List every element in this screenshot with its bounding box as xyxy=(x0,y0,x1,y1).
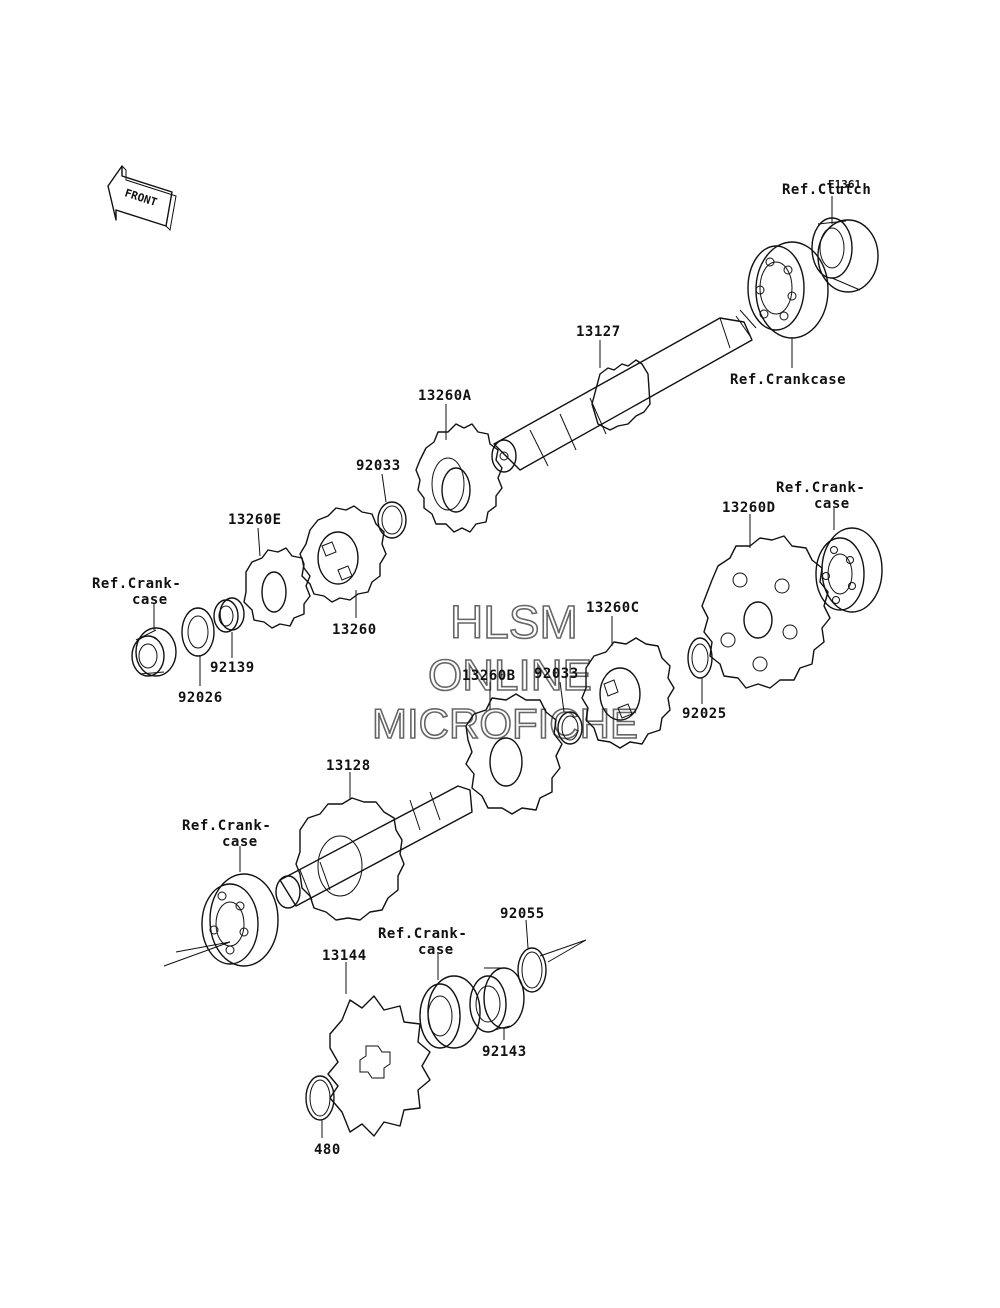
watermark-line3: MICROFICHE xyxy=(372,700,638,747)
label-92055: 92055 xyxy=(500,906,545,922)
label-ref-crank-right-1: Ref.Crank- xyxy=(776,480,865,496)
gear-13260E xyxy=(243,547,311,629)
label-ref-crank-lower-1: Ref.Crank- xyxy=(182,818,271,834)
o-ring-92055 xyxy=(517,939,587,993)
label-ref-crank-lower-2: case xyxy=(222,834,258,850)
collar-92143 xyxy=(469,967,525,1033)
watermark: HLSM ONLINE MICROFICHE xyxy=(371,595,639,748)
label-92139: 92139 xyxy=(210,660,255,676)
shaft-13128 xyxy=(275,785,473,921)
label-ref-crank-left-1: Ref.Crank- xyxy=(92,576,181,592)
crankcase-seal-bottom xyxy=(419,975,481,1049)
washer-92025 xyxy=(687,637,713,679)
watermark-line1: HLSM xyxy=(450,596,578,648)
label-ref-crank-left-2: case xyxy=(132,592,168,608)
label-13260A: 13260A xyxy=(418,388,472,404)
label-13260D: 13260D xyxy=(722,500,776,516)
label-ref-crankcase-top: Ref.Crankcase xyxy=(730,372,846,388)
label-ref-crank-bottom-2: case xyxy=(418,942,454,958)
shaft-13127 xyxy=(491,309,757,473)
gear-13260C xyxy=(581,637,675,749)
gear-13260B xyxy=(465,693,563,815)
gear-13260A xyxy=(415,423,503,533)
circlip-480 xyxy=(305,1075,335,1121)
label-92143: 92143 xyxy=(482,1044,527,1060)
label-480: 480 xyxy=(314,1142,341,1158)
label-92025: 92025 xyxy=(682,706,727,722)
label-92033-mid: 92033 xyxy=(534,666,579,682)
label-13127: 13127 xyxy=(576,324,621,340)
circlip-92033-mid xyxy=(557,711,583,745)
front-arrow-icon: FRONT xyxy=(107,165,177,232)
gear-13260D xyxy=(701,535,831,689)
label-92033-top: 92033 xyxy=(356,458,401,474)
front-label: FRONT xyxy=(123,186,159,209)
label-13260: 13260 xyxy=(332,622,377,638)
sprocket-13144 xyxy=(327,995,431,1137)
watermark-line2: ONLINE xyxy=(428,651,592,700)
crankcase-bearing-lower xyxy=(163,873,279,967)
washer-92026 xyxy=(181,607,215,657)
clutch-bearing xyxy=(811,217,879,293)
label-13128: 13128 xyxy=(326,758,371,774)
circlip-92033-top xyxy=(377,501,407,539)
gear-13260 xyxy=(299,505,387,603)
label-13260C: 13260C xyxy=(586,600,640,616)
label-13260E: 13260E xyxy=(228,512,282,528)
label-ref-crank-right-2: case xyxy=(814,496,850,512)
crankcase-bearing-top xyxy=(747,241,829,339)
label-13144: 13144 xyxy=(322,948,367,964)
label-ref-crank-bottom-1: Ref.Crank- xyxy=(378,926,467,942)
label-13260B: 13260B xyxy=(462,668,516,684)
label-92026: 92026 xyxy=(178,690,223,706)
diagram-code: E1361 xyxy=(828,178,861,191)
needle-bearing-left xyxy=(131,627,177,677)
label-ref-clutch: Ref.Clutch xyxy=(782,182,871,198)
collar-92139 xyxy=(213,597,245,633)
